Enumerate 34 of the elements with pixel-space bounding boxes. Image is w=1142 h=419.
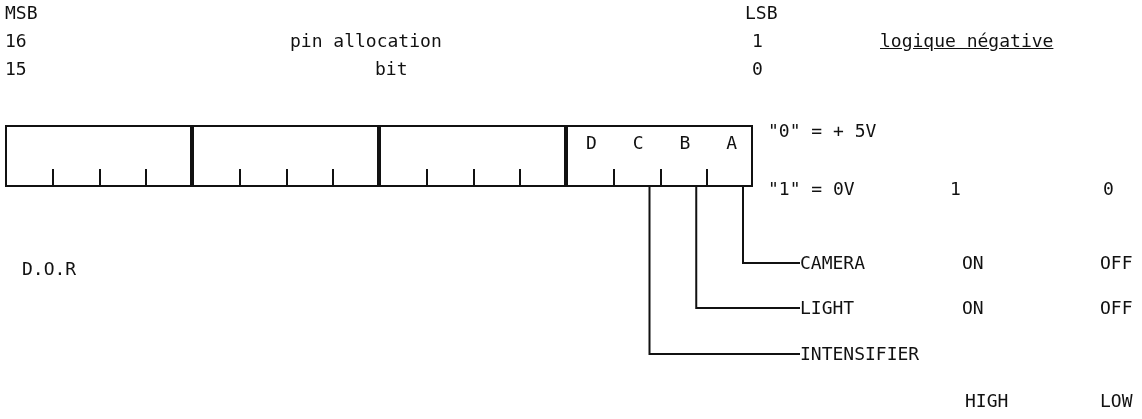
state-value: HIGH: [965, 390, 1009, 412]
state-value: ON: [962, 252, 984, 274]
bit-group-box: [379, 125, 566, 187]
state-value: LOW: [1100, 390, 1133, 412]
logic-title: logique négative: [880, 30, 1054, 52]
register-name: D.O.R: [22, 258, 77, 280]
bit-letter: C: [614, 127, 662, 159]
leader-line: [695, 186, 801, 309]
state-value: OFF: [1100, 252, 1133, 274]
signal-label: CAMERA: [800, 252, 880, 274]
heading-label: bit: [375, 58, 408, 80]
heading-label: pin allocation: [290, 30, 442, 52]
column-value: 1: [950, 178, 961, 200]
bit-group-box: [566, 125, 753, 187]
bit-group-box: [5, 125, 192, 187]
level-definition: "1" = 0V: [768, 178, 855, 200]
level-definition: "0" = + 5V: [768, 120, 877, 142]
leader-line: [742, 186, 801, 264]
bit-number: 0: [752, 58, 763, 80]
lsb-label: LSB: [745, 2, 778, 24]
state-value: OFF: [1100, 297, 1133, 319]
signal-label: INTENSIFIER: [800, 343, 940, 365]
column-value: 0: [1103, 178, 1114, 200]
signal-label: LIGHT: [800, 297, 870, 319]
bit-letter: B: [661, 127, 709, 159]
bit-number: 15: [5, 58, 27, 80]
bit-group-box: [192, 125, 379, 187]
bit-number: 1: [752, 30, 763, 52]
bit-letter: D: [568, 127, 615, 159]
bit-number: 16: [5, 30, 27, 52]
leader-line: [648, 186, 801, 355]
msb-label: MSB: [5, 2, 38, 24]
bit-letter: A: [708, 127, 755, 159]
state-value: ON: [962, 297, 984, 319]
